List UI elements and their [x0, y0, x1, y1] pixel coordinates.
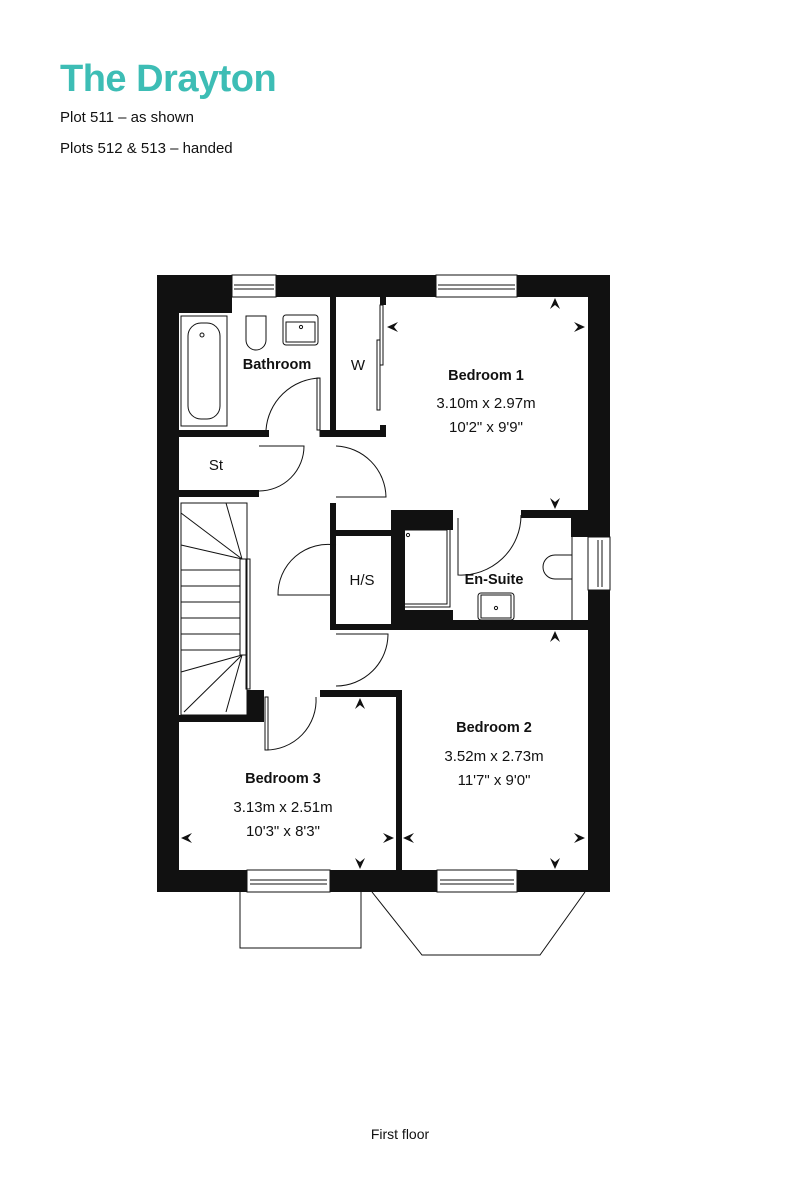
- exterior-walls: [157, 275, 610, 892]
- room-label-store: St: [209, 457, 224, 474]
- plot-shown-note: Plot 511 – as shown: [60, 109, 194, 126]
- room-label-bedroom-1: Bedroom 1: [448, 368, 524, 384]
- bedroom-3-metric: 3.13m x 2.51m: [233, 799, 332, 816]
- room-label-en-suite: En-Suite: [465, 572, 524, 588]
- windows: [231, 274, 611, 893]
- basin-icon: [282, 314, 319, 346]
- page-title: The Drayton: [60, 58, 277, 100]
- floor-caption: First floor: [370, 1126, 430, 1142]
- basin-icon: [477, 592, 515, 621]
- room-label-bedroom-2: Bedroom 2: [456, 720, 532, 736]
- plot-handed-note: Plots 512 & 513 – handed: [60, 140, 233, 157]
- bedroom-2-metric: 3.52m x 2.73m: [444, 748, 543, 765]
- toilet-icon: [245, 315, 267, 351]
- bath-icon: [180, 315, 228, 427]
- room-label-bedroom-3: Bedroom 3: [245, 771, 321, 787]
- room-label-hot-store: H/S: [349, 572, 374, 589]
- bedroom-2-imperial: 11'7" x 9'0": [458, 772, 531, 789]
- doors: [258, 377, 522, 751]
- toilet-icon: [542, 554, 573, 580]
- bedroom-1-metric: 3.10m x 2.97m: [436, 395, 535, 412]
- shower-tray-icon: [399, 526, 451, 608]
- interior-walls: [179, 297, 588, 870]
- bedroom-1-imperial: 10'2" x 9'9": [449, 419, 523, 436]
- bedroom-3-imperial: 10'3" x 8'3": [246, 823, 320, 840]
- dimension-arrows: [181, 298, 585, 869]
- room-label-wardrobe: W: [351, 357, 366, 374]
- fixtures: [180, 304, 586, 956]
- room-label-bathroom: Bathroom: [243, 357, 311, 373]
